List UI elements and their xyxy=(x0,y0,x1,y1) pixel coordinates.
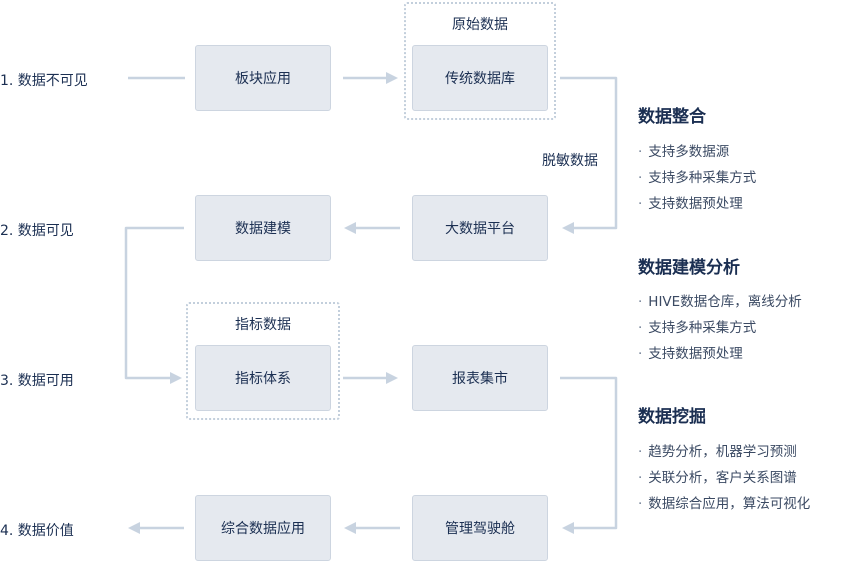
list-item-text: 支持多种采集方式 xyxy=(648,170,757,186)
arrowhead-4 xyxy=(170,372,182,384)
integrated-app-box: 综合数据应用 xyxy=(195,495,331,561)
list-item: · 支持多种采集方式 xyxy=(638,318,802,344)
arrowhead-8 xyxy=(128,522,140,534)
module-app-box: 板块应用 xyxy=(195,45,331,111)
big-data-platform-box: 大数据平台 xyxy=(412,195,548,261)
list-item-text: 支持多种采集方式 xyxy=(648,320,757,336)
section-title-integration: 数据整合 xyxy=(638,107,706,127)
list-item: · 支持数据预处理 xyxy=(638,344,802,370)
section-title-modeling: 数据建模分析 xyxy=(638,258,740,278)
list-item-text: 支持数据预处理 xyxy=(648,346,743,362)
section-list-integration: · 支持多数据源 · 支持多种采集方式 · 支持数据预处理 xyxy=(638,142,756,220)
arrowhead-3 xyxy=(344,222,356,234)
list-item: · 趋势分析，机器学习预测 xyxy=(638,442,810,468)
bullet-dot: · xyxy=(638,144,643,160)
desensitize-label: 脱敏数据 xyxy=(542,153,598,169)
section-title-mining: 数据挖掘 xyxy=(638,407,706,427)
list-item-text: 数据综合应用，算法可视化 xyxy=(648,496,811,512)
report-mart-label: 报表集市 xyxy=(452,371,508,387)
section-list-mining: · 趋势分析，机器学习预测 · 关联分析，客户关系图谱 · 数据综合应用，算法可视化 xyxy=(638,442,810,520)
stage-label-3: 3. 数据可用 xyxy=(0,373,74,389)
list-item: · HIVE数据仓库，离线分析 xyxy=(638,292,802,318)
list-item-text: 支持多数据源 xyxy=(648,144,730,160)
traditional-db-label: 传统数据库 xyxy=(445,71,515,87)
report-mart-box: 报表集市 xyxy=(412,345,548,411)
stage-label-4: 4. 数据价值 xyxy=(0,523,74,539)
bullet-dot: · xyxy=(638,444,643,460)
arrow-db-to-platform xyxy=(560,76,618,230)
bullet-dot: · xyxy=(638,470,643,486)
arrowhead-7 xyxy=(344,522,356,534)
traditional-db-box: 传统数据库 xyxy=(412,45,548,111)
list-item: · 关联分析，客户关系图谱 xyxy=(638,468,810,494)
list-item: · 数据综合应用，算法可视化 xyxy=(638,494,810,520)
list-item: · 支持多数据源 xyxy=(638,142,756,168)
arrow-modeling-to-indicator xyxy=(124,226,184,380)
raw-data-group-label: 原始数据 xyxy=(452,17,508,33)
stage-label-2: 2. 数据可见 xyxy=(0,223,74,239)
list-item-text: 趋势分析，机器学习预测 xyxy=(648,444,797,460)
bullet-dot: · xyxy=(638,170,643,186)
list-item-text: HIVE数据仓库，离线分析 xyxy=(648,294,802,310)
arrowhead-2 xyxy=(562,222,574,234)
list-item-text: 关联分析，客户关系图谱 xyxy=(648,470,797,486)
list-item: · 支持数据预处理 xyxy=(638,194,756,220)
arrowhead-1 xyxy=(386,72,398,84)
section-list-modeling: · HIVE数据仓库，离线分析 · 支持多种采集方式 · 支持数据预处理 xyxy=(638,292,802,370)
bullet-dot: · xyxy=(638,196,643,212)
data-modeling-label: 数据建模 xyxy=(235,221,291,237)
big-data-platform-label: 大数据平台 xyxy=(445,221,515,237)
cockpit-box: 管理驾驶舱 xyxy=(412,495,548,561)
integrated-app-label: 综合数据应用 xyxy=(221,521,305,537)
raw-data-group xyxy=(404,2,556,120)
indicator-system-box: 指标体系 xyxy=(195,345,331,411)
stage-label-1: 1. 数据不可见 xyxy=(0,73,88,89)
bullet-dot: · xyxy=(638,496,643,512)
indicator-data-group-label: 指标数据 xyxy=(235,317,291,333)
cockpit-label: 管理驾驶舱 xyxy=(445,521,515,537)
arrowhead-5 xyxy=(386,372,398,384)
bullet-dot: · xyxy=(638,320,643,336)
data-modeling-box: 数据建模 xyxy=(195,195,331,261)
indicator-system-label: 指标体系 xyxy=(235,371,291,387)
bullet-dot: · xyxy=(638,346,643,362)
arrow-report-to-cockpit xyxy=(560,376,618,530)
bullet-dot: · xyxy=(638,294,643,310)
arrowhead-6 xyxy=(562,522,574,534)
list-item: · 支持多种采集方式 xyxy=(638,168,756,194)
module-app-label: 板块应用 xyxy=(235,71,291,87)
indicator-data-group xyxy=(186,302,340,420)
list-item-text: 支持数据预处理 xyxy=(648,196,743,212)
